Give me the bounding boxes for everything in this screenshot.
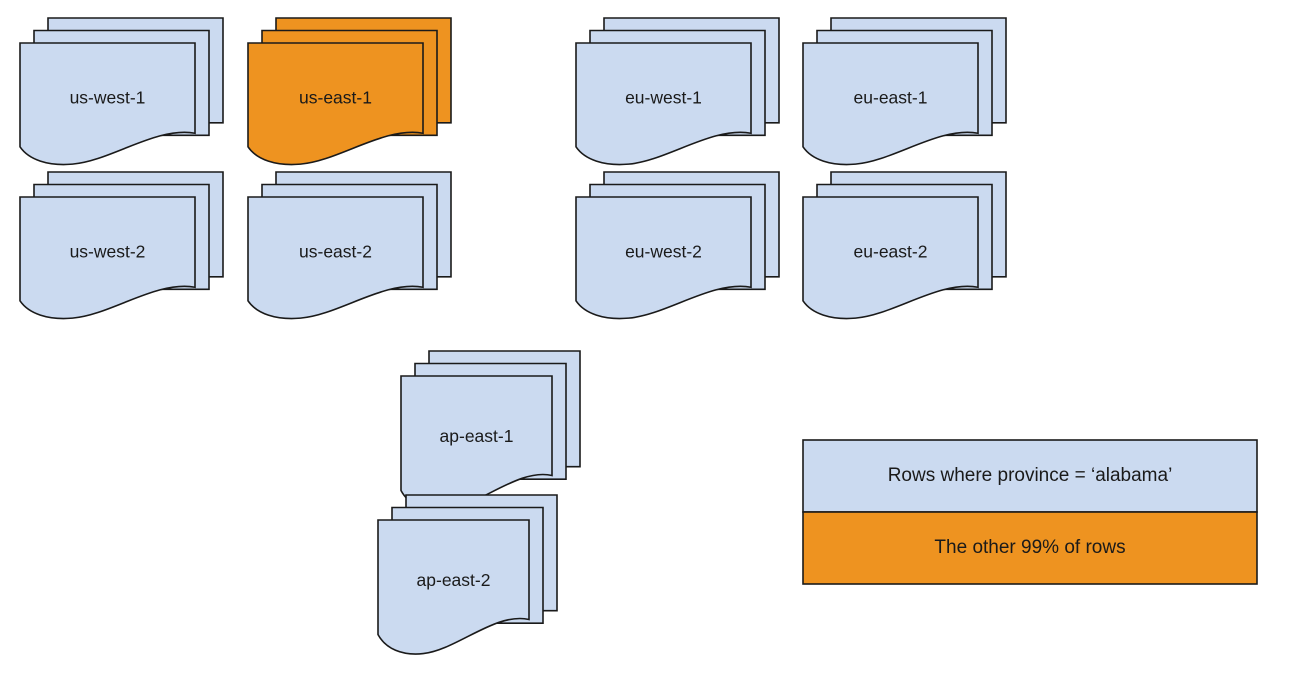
document-stack-eu-east-2[interactable]: eu-east-2 bbox=[802, 171, 1007, 320]
document-stack-eu-west-1[interactable]: eu-west-1 bbox=[575, 17, 780, 166]
legend-row-blue-label: Rows where province = ‘alabama’ bbox=[888, 465, 1173, 486]
document-stack-eu-west-2[interactable]: eu-west-2 bbox=[575, 171, 780, 320]
legend-row-blue bbox=[802, 439, 1258, 513]
legend-row-orange bbox=[802, 511, 1258, 585]
document-stack-label: us-west-1 bbox=[70, 87, 146, 107]
document-stack-label: us-east-2 bbox=[299, 241, 372, 261]
document-stacks-layer: us-west-1 us-east-1 eu-west-1 eu-east-1 us-w… bbox=[19, 17, 1007, 655]
document-sheet-front bbox=[575, 42, 752, 166]
document-stack-label: ap-east-2 bbox=[417, 570, 491, 590]
document-sheet-front bbox=[247, 196, 424, 320]
document-stack-label: eu-east-1 bbox=[854, 87, 928, 107]
document-stack-label: us-west-2 bbox=[70, 241, 146, 261]
document-stack-ap-east-1[interactable]: ap-east-1 bbox=[400, 350, 581, 511]
document-stack-us-east-2[interactable]: us-east-2 bbox=[247, 171, 452, 320]
document-stack-label: eu-west-2 bbox=[625, 241, 702, 261]
document-sheet-front bbox=[247, 42, 424, 166]
document-sheet-front bbox=[377, 519, 530, 655]
document-stack-label: ap-east-1 bbox=[440, 426, 514, 446]
document-stack-ap-east-2[interactable]: ap-east-2 bbox=[377, 494, 558, 655]
document-stack-label: us-east-1 bbox=[299, 87, 372, 107]
legend-row-orange-label: The other 99% of rows bbox=[934, 537, 1125, 558]
document-stack-us-east-1[interactable]: us-east-1 bbox=[247, 17, 452, 166]
document-stack-label: eu-east-2 bbox=[854, 241, 928, 261]
document-stack-us-west-1[interactable]: us-west-1 bbox=[19, 17, 224, 166]
document-sheet-front bbox=[802, 196, 979, 320]
document-stack-label: eu-west-1 bbox=[625, 87, 702, 107]
document-sheet-front bbox=[575, 196, 752, 320]
document-stack-us-west-2[interactable]: us-west-2 bbox=[19, 171, 224, 320]
document-stack-eu-east-1[interactable]: eu-east-1 bbox=[802, 17, 1007, 166]
document-sheet-front bbox=[802, 42, 979, 166]
legend: Rows where province = ‘alabama’ The other… bbox=[802, 439, 1258, 585]
document-sheet-front bbox=[19, 42, 196, 166]
document-sheet-front bbox=[19, 196, 196, 320]
